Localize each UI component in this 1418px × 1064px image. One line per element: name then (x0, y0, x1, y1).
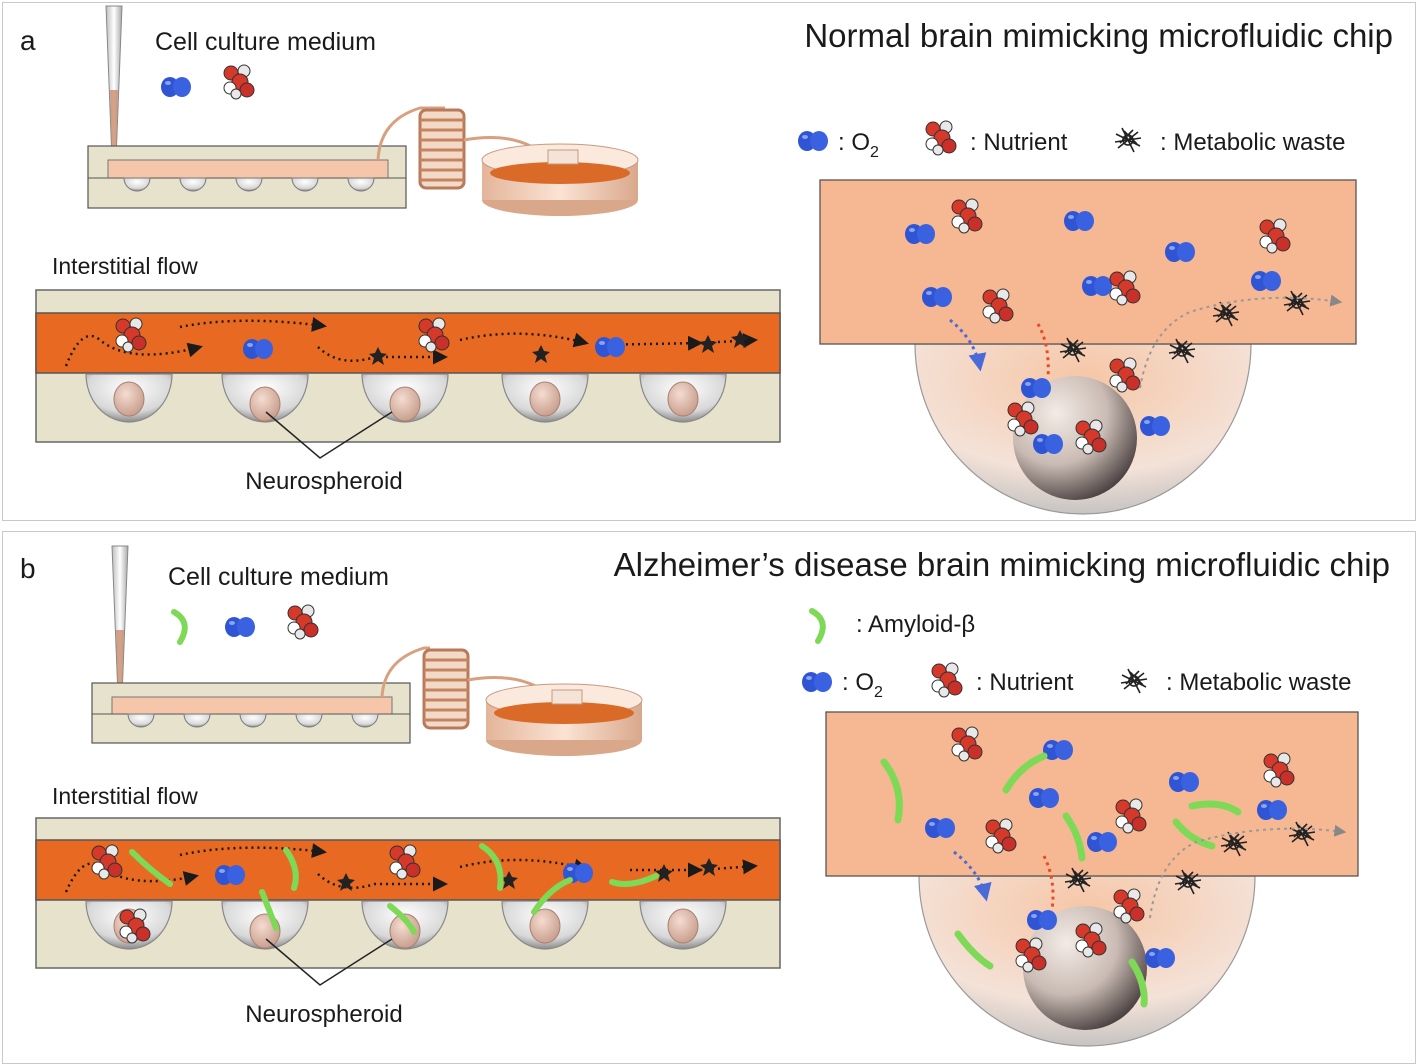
spheroid-pointer (265, 938, 393, 986)
legend-o2-sub: 2 (870, 144, 879, 161)
panel-letter: b (20, 553, 36, 584)
panel-letter: a (20, 25, 36, 56)
chip-schematic (91, 646, 430, 744)
legend-b: : Amyloid-β : O 2 : Nutrient : Metabolic… (802, 611, 1351, 701)
legend-nutrient: : Nutrient (976, 669, 1074, 696)
legend-o2: : O (842, 669, 874, 696)
neurospheroid-icon (1023, 906, 1147, 1030)
pipette-icon (105, 5, 123, 161)
spheroid-label: Neurospheroid (245, 1001, 402, 1028)
panel-title: Alzheimer’s disease brain mimicking micr… (614, 546, 1390, 583)
legend-amyloid: : Amyloid-β (856, 611, 975, 638)
chip-schematic (87, 106, 445, 209)
reservoir-icon (485, 683, 643, 756)
panel-title: Normal brain mimicking microfluidic chip (804, 17, 1393, 54)
reservoir-icon (481, 143, 639, 216)
nutrient-icon (287, 604, 319, 640)
medium-label: Cell culture medium (155, 28, 376, 56)
spheroid-label: Neurospheroid (245, 468, 402, 495)
oxygen-icon (225, 617, 255, 637)
spheroid-pointer (265, 411, 393, 459)
legend-a: : O 2 : Nutrient : Metabolic waste (798, 120, 1345, 161)
nutrient-icon (223, 64, 255, 100)
amyloid-icon (174, 612, 185, 642)
flow-label: Interstitial flow (52, 253, 198, 279)
flow-label: Interstitial flow (52, 783, 198, 809)
brain-tissue-block (825, 711, 1359, 1047)
brain-tissue-block (819, 179, 1357, 515)
legend-nutrient: : Nutrient (970, 129, 1068, 156)
medium-label: Cell culture medium (168, 563, 389, 591)
oxygen-icon (161, 77, 191, 97)
panel-a-content: a Cell culture medium Normal brain mimic… (20, 5, 1393, 515)
flow-channel (35, 289, 781, 443)
neurospheroid-icon (1013, 376, 1137, 500)
legend-waste: : Metabolic waste (1166, 669, 1351, 696)
small-wells (123, 177, 375, 192)
legend-waste: : Metabolic waste (1160, 129, 1345, 156)
legend-o2: : O (838, 129, 870, 156)
flow-channel (35, 817, 781, 969)
pipette-icon (111, 545, 129, 697)
panel-b-content: b Cell culture medium Alzheimer’s diseas… (20, 545, 1390, 1047)
legend-o2-sub: 2 (874, 684, 883, 701)
